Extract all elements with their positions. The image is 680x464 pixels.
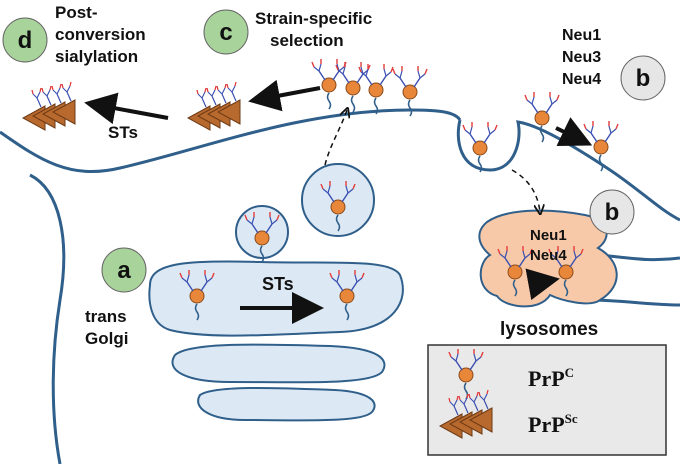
legend-prpsc-label: PrPSc <box>528 411 578 437</box>
endocytic-bud <box>456 119 680 222</box>
badge-d-letter: d <box>18 27 33 54</box>
c-title-line2: selection <box>270 31 344 50</box>
badge-b-top <box>620 55 666 101</box>
lysosomes-label: lysosomes <box>500 319 598 340</box>
prpsc-aggregate-c <box>188 82 240 130</box>
legend-prpc-base: PrP <box>528 366 565 391</box>
cell-edge-left <box>29 173 66 464</box>
d-title-line2: conversion <box>55 25 146 44</box>
golgi-cisterna-2 <box>171 343 386 384</box>
legend-prpc-label: PrPC <box>528 365 574 391</box>
badge-c <box>203 9 249 55</box>
golgi-label: Golgi <box>85 329 128 348</box>
legend-prpsc-sup: Sc <box>565 411 578 426</box>
badge-a-letter: a <box>117 257 131 284</box>
prpc-surface-right-2 <box>583 120 619 172</box>
plasma-membrane-top <box>0 108 462 173</box>
arrow-vesicle-to-surface <box>324 110 347 166</box>
arrow-endosome-to-lysosome <box>511 169 540 212</box>
neu-top-1: Neu1 <box>562 27 601 44</box>
badge-a <box>101 247 147 293</box>
prpc-surface-4 <box>392 65 428 117</box>
prpc-endosome <box>462 121 498 173</box>
badge-b-lysosome <box>589 189 635 235</box>
legend-prpc-sup: C <box>565 365 574 380</box>
legend-prpsc-base: PrP <box>528 412 565 437</box>
trans-label: trans <box>85 307 127 326</box>
badge-b-lysosome-letter: b <box>605 199 620 226</box>
neu-lys-2: Neu4 <box>530 247 567 264</box>
neu-lys-1: Neu1 <box>530 227 567 244</box>
neu-top-3: Neu4 <box>562 71 601 88</box>
arrow-neu-top <box>555 117 593 146</box>
sts-golgi-label: STs <box>262 274 294 294</box>
badge-c-letter: c <box>219 19 232 46</box>
sts-top-label: STs <box>108 123 138 142</box>
badge-d <box>2 17 48 63</box>
prpc-surface-3 <box>358 63 394 115</box>
d-title-line3: sialylation <box>55 47 138 66</box>
badge-b-top-letter: b <box>636 65 651 92</box>
prpc-surface-1 <box>311 58 347 110</box>
arrow-c-to-aggregate <box>248 79 321 112</box>
legend: PrPC PrPSc <box>427 344 667 456</box>
arrow-sts-top <box>84 92 169 125</box>
prpsc-aggregate-d <box>23 82 75 130</box>
golgi-cisterna-3 <box>197 386 376 422</box>
neu-top-2: Neu3 <box>562 49 601 66</box>
arrow-lysosome <box>525 268 560 301</box>
c-title-line1: Strain-specific <box>255 9 372 28</box>
golgi-cisterna-1 <box>148 260 404 337</box>
d-title-line1: Post- <box>55 3 98 22</box>
